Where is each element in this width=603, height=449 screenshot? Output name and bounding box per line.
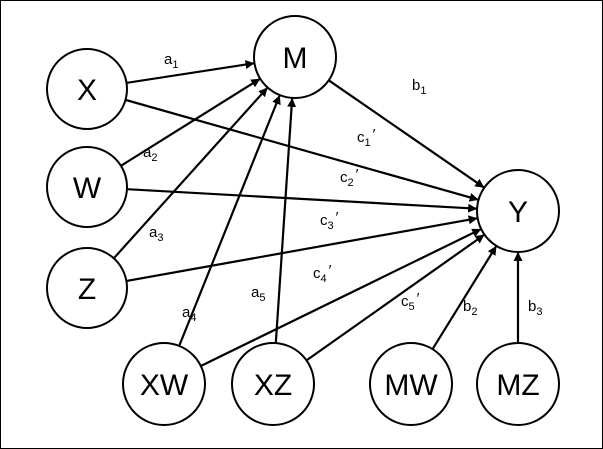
edge-label-a3: a3: [149, 224, 163, 244]
edge-label-letter: a: [251, 284, 260, 301]
edge-label-prime: ′: [356, 166, 359, 183]
edge-label-letter: c: [340, 169, 348, 186]
node-label: MW: [384, 369, 438, 402]
edge-label-b2: b2: [463, 298, 477, 318]
edge-label-c2: c2′: [340, 166, 359, 189]
edge-label-letter: b: [412, 77, 420, 94]
edge-xz-to-m: [274, 97, 297, 344]
edge-label-subscript: 3: [157, 232, 163, 244]
edge-label-letter: a: [164, 51, 173, 68]
node-circle: [46, 146, 128, 228]
node-circle: [253, 15, 337, 99]
node-label: XZ: [254, 369, 292, 402]
node-label: Y: [508, 196, 528, 229]
edge-label-letter: b: [463, 298, 471, 315]
edge-label-a2: a2: [143, 144, 157, 164]
node-circle: [476, 169, 560, 253]
edge-label-subscript: 1: [365, 137, 371, 149]
edge-label-b1: b1: [412, 77, 426, 97]
node-mz: MZ: [476, 342, 560, 426]
edge-label-prime: ′: [336, 209, 339, 226]
edge-label-a5: a5: [251, 284, 265, 304]
edge-label-c4: c4′: [313, 262, 332, 285]
node-circle: [46, 48, 128, 130]
edge-label-subscript: 3: [328, 220, 334, 232]
edge-label-letter: c: [313, 265, 321, 282]
node-label: Z: [78, 273, 96, 306]
node-circle: [231, 342, 315, 426]
edge-label-letter: c: [401, 293, 409, 310]
edge-xw-to-m: [178, 94, 281, 347]
edge-label-a1: a1: [164, 51, 178, 71]
node-mw: MW: [369, 342, 453, 426]
edge-label-subscript: 2: [151, 152, 157, 164]
edge-label-letter: a: [143, 144, 152, 161]
edge-label-letter: b: [528, 298, 536, 315]
edge-z-to-m: [112, 86, 269, 260]
node-label: M: [283, 42, 308, 75]
edge-label-prime: ′: [417, 290, 420, 307]
edge-label-letter: a: [182, 304, 191, 321]
edge-label-subscript: 5: [259, 292, 265, 304]
node-w: W: [46, 146, 128, 228]
edge-x-to-y: [125, 98, 479, 202]
node-z: Z: [46, 247, 128, 329]
edge-label-subscript: 1: [172, 59, 178, 71]
edge-label-subscript: 4: [321, 273, 327, 285]
edges-layer: [112, 60, 523, 367]
node-circle: [46, 247, 128, 329]
edge-label-subscript: 1: [420, 85, 426, 97]
edge-label-letter: a: [149, 224, 158, 241]
node-label: X: [77, 74, 97, 107]
edge-w-to-y: [126, 188, 478, 213]
edge-xz-to-y: [305, 233, 486, 362]
node-y: Y: [476, 169, 560, 253]
edge-label-c3: c3′: [320, 209, 339, 232]
node-circle: [369, 342, 453, 426]
edge-label-b3: b3: [528, 298, 542, 318]
node-circle: [122, 342, 206, 426]
node-label: XW: [140, 369, 189, 402]
edge-label-letter: c: [357, 129, 365, 146]
edge-label-letter: c: [320, 212, 328, 229]
edge-label-subscript: 3: [536, 306, 542, 318]
edge-label-subscript: 2: [471, 306, 477, 318]
edge-mw-to-y: [431, 245, 498, 350]
edge-xw-to-y: [200, 228, 482, 367]
node-label: MZ: [496, 369, 539, 402]
edge-label-c5: c5′: [401, 290, 420, 313]
node-x: X: [46, 48, 128, 130]
edge-x-to-m: [126, 60, 255, 84]
node-circle: [476, 342, 560, 426]
node-xw: XW: [122, 342, 206, 426]
node-m: M: [253, 15, 337, 99]
node-xz: XZ: [231, 342, 315, 426]
edge-label-subscript: 2: [348, 177, 354, 189]
edge-label-prime: ′: [329, 262, 332, 279]
edge-z-to-y: [126, 215, 478, 283]
edge-m-to-y: [328, 79, 485, 189]
edge-label-subscript: 5: [409, 301, 415, 313]
edge-label-c1: c1′: [357, 126, 376, 149]
edge-w-to-m: [120, 77, 261, 167]
node-label: W: [73, 172, 102, 205]
edge-label-subscript: 4: [190, 312, 196, 324]
edge-label-a4: a4: [182, 304, 196, 324]
edge-label-prime: ′: [373, 126, 376, 143]
